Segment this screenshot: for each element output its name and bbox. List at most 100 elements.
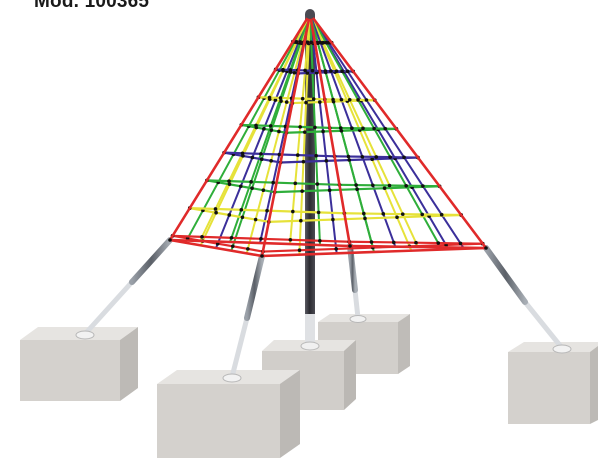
net-knot	[229, 236, 234, 240]
net-knot	[414, 240, 418, 245]
net-knot	[310, 68, 315, 73]
net-knot	[458, 241, 463, 246]
net-knot	[269, 128, 274, 132]
net-knot	[259, 236, 263, 241]
net-knot	[301, 159, 306, 164]
net-knot	[364, 98, 369, 102]
net-knot	[356, 98, 360, 102]
net-knot	[281, 67, 285, 72]
net-knot	[288, 68, 293, 72]
net-knot	[372, 126, 376, 131]
net-knot	[329, 69, 333, 73]
net-knot	[261, 188, 266, 192]
net-knot	[277, 152, 282, 157]
net-knot	[314, 153, 318, 158]
net-knot	[363, 216, 367, 221]
net-vertical-rope	[229, 13, 311, 243]
net-knot	[381, 212, 386, 216]
model-number-label: Mod. 100365	[34, 0, 150, 12]
net-knot	[278, 96, 283, 100]
net-knot	[292, 70, 297, 75]
net-knot	[293, 181, 298, 186]
net-knot	[327, 188, 332, 192]
net-knot	[311, 97, 316, 101]
net-knot	[324, 159, 329, 163]
net-knot	[273, 98, 278, 102]
footing-right	[508, 342, 598, 424]
net-knot	[315, 40, 320, 45]
net-knot	[304, 100, 308, 105]
net-knot	[404, 183, 408, 188]
net-knot	[395, 215, 399, 220]
net-knot	[382, 186, 387, 191]
net-knot	[259, 157, 264, 161]
net-knot	[369, 240, 374, 244]
net-knot	[239, 208, 244, 212]
net-knot	[383, 126, 388, 131]
net-knot	[300, 189, 304, 193]
net-knot	[370, 157, 374, 161]
perimeter-rope	[168, 238, 264, 258]
net-knot	[374, 155, 379, 159]
net-knot	[324, 40, 328, 45]
net-knot	[284, 100, 289, 104]
net-knot	[388, 155, 392, 159]
perimeter-rope	[260, 246, 488, 258]
perimeter-rope	[348, 244, 488, 250]
net-knot	[318, 100, 322, 104]
net-knot	[347, 158, 352, 162]
net-knot	[262, 127, 266, 131]
net-knot	[298, 125, 302, 129]
net-knot	[355, 187, 359, 192]
net-knot	[309, 40, 314, 45]
central-mast	[300, 14, 320, 351]
net-vertical-rope	[298, 13, 311, 256]
net-knot	[168, 238, 172, 242]
net-knot	[305, 71, 310, 75]
net-knot	[271, 180, 275, 185]
net-knot	[484, 246, 488, 250]
net-knot	[240, 151, 245, 156]
net-knot	[338, 126, 343, 130]
net-vertical-rope	[245, 13, 311, 255]
net-knot	[323, 69, 328, 73]
net-knot	[238, 184, 243, 189]
net-knot	[334, 69, 339, 73]
net-knot	[391, 240, 396, 245]
net-knot	[291, 209, 295, 214]
mast-top-cap	[305, 9, 315, 19]
net-knot	[421, 184, 425, 188]
net-knot	[250, 186, 254, 191]
net-knot	[345, 69, 350, 74]
net-knot	[316, 210, 321, 215]
net-knot	[439, 212, 444, 217]
net-knot	[402, 155, 406, 160]
net-knot	[268, 124, 273, 128]
corner-edge-rope	[308, 12, 488, 250]
net-knot	[227, 179, 231, 183]
net-knot	[267, 95, 272, 100]
net-knot	[302, 130, 307, 134]
net-knot	[387, 183, 392, 188]
net-knot	[334, 247, 338, 251]
net-knot	[313, 125, 317, 130]
net-knot	[254, 123, 258, 128]
net-knot	[295, 153, 300, 157]
net-knot	[253, 217, 258, 222]
net-knot	[347, 97, 352, 102]
corner-edge-rope	[260, 12, 312, 258]
net-knot	[246, 247, 250, 251]
net-knot	[300, 96, 305, 101]
footing-front	[157, 370, 300, 458]
net-knot	[361, 126, 365, 131]
net-knot	[348, 244, 352, 248]
net-knot	[340, 69, 344, 74]
net-knot	[400, 212, 405, 216]
net-knot	[227, 182, 232, 187]
net-knot	[331, 97, 335, 102]
net-knot	[294, 40, 299, 44]
net-knot	[230, 244, 235, 249]
net-knot	[298, 40, 302, 44]
net-vertical-rope	[309, 13, 450, 251]
